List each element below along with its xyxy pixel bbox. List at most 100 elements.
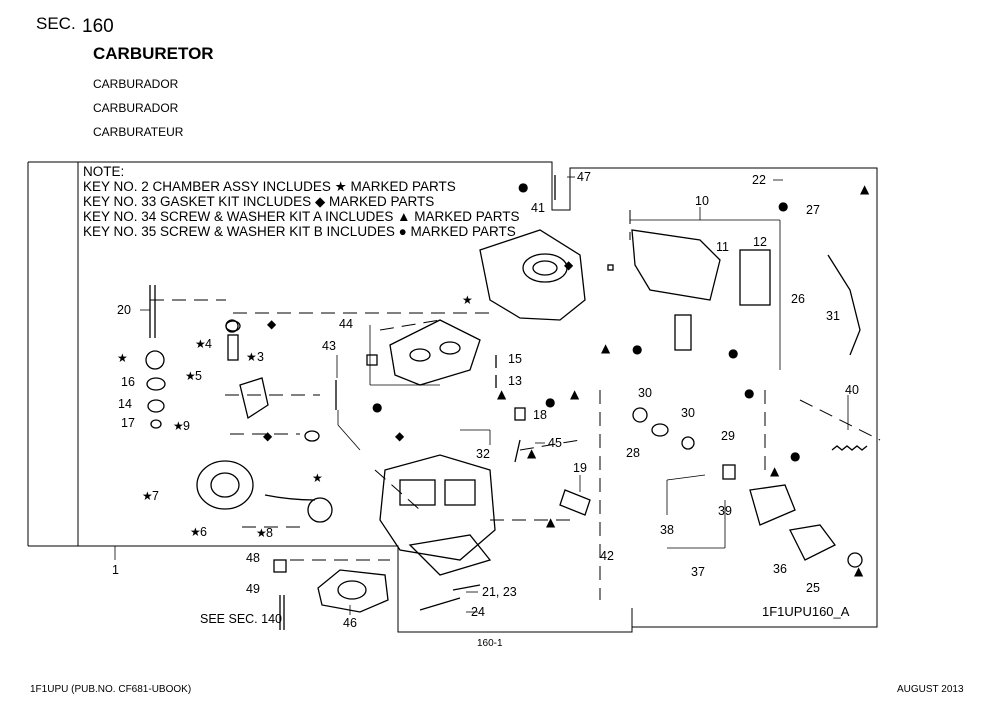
svg-text:★: ★: [142, 489, 153, 503]
note-line-3-suffix: MARKED PARTS: [410, 209, 520, 224]
reference-markers: ★ ★ ★ ★ ★ ★ ★ ★ ★ ★ ◆ ◆ ◆ ◆ ● ● ● ● ● ● …: [117, 180, 870, 578]
svg-text:●: ●: [744, 386, 754, 400]
note-line-3: KEY NO. 34 SCREW & WASHER KIT A INCLUDES…: [83, 209, 520, 224]
svg-text:▲: ▲: [570, 387, 580, 401]
callout-32: 32: [476, 447, 490, 461]
callout-19: 19: [573, 461, 587, 475]
callout-46: 46: [343, 616, 357, 630]
svg-text:●: ●: [545, 395, 555, 409]
callout-41: 41: [531, 201, 545, 215]
callout-17: 17: [121, 416, 135, 430]
svg-text:●: ●: [372, 400, 382, 414]
callout-39: 39: [718, 504, 732, 518]
note-line-2-suffix: MARKED PARTS: [325, 194, 435, 209]
svg-text:★: ★: [246, 350, 257, 364]
svg-text:★: ★: [173, 419, 184, 433]
dashed-leader-lines: [150, 210, 881, 600]
svg-text:★: ★: [117, 351, 128, 365]
callout-leaders: [114, 176, 849, 615]
callout-see-sec-140: SEE SEC. 140: [200, 612, 282, 626]
svg-text:★: ★: [256, 526, 267, 540]
callout-20: 20: [117, 303, 131, 317]
callout-37: 37: [691, 565, 705, 579]
svg-text:●: ●: [790, 449, 800, 463]
callout-38: 38: [660, 523, 674, 537]
svg-text:★: ★: [462, 293, 473, 307]
footer-publication: 1F1UPU (PUB.NO. CF681-UBOOK): [30, 684, 192, 695]
callout-3: 3: [257, 350, 264, 364]
svg-text:▲: ▲: [527, 446, 537, 460]
callout-13: 13: [508, 374, 522, 388]
callout-11: 11: [716, 240, 729, 254]
callout-10: 10: [695, 194, 709, 208]
svg-text:▲: ▲: [860, 182, 870, 196]
star-marker-icon: ★: [334, 179, 347, 194]
callout-7: 7: [152, 489, 159, 503]
subtitle-french: CARBURATEUR: [93, 125, 184, 139]
callout-25: 25: [806, 581, 820, 595]
callout-12: 12: [753, 235, 767, 249]
callout-49: 49: [246, 582, 260, 596]
svg-text:★: ★: [185, 369, 196, 383]
circle-marker-icon: ●: [398, 224, 407, 239]
section-number: 160: [82, 16, 114, 37]
callout-16: 16: [121, 375, 135, 389]
svg-text:★: ★: [190, 525, 201, 539]
subtitle-spanish: CARBURADOR: [93, 77, 179, 91]
note-line-3-text: KEY NO. 34 SCREW & WASHER KIT A INCLUDES: [83, 209, 398, 224]
note-line-4-text: KEY NO. 35 SCREW & WASHER KIT B INCLUDES: [83, 224, 399, 239]
callout-15: 15: [508, 352, 522, 366]
note-box: NOTE: KEY NO. 2 CHAMBER ASSY INCLUDES ★ …: [83, 164, 520, 239]
svg-text:●: ●: [518, 180, 528, 194]
page-number: 160-1: [477, 638, 503, 649]
diamond-marker-icon: ◆: [314, 194, 326, 209]
svg-text:▲: ▲: [497, 387, 507, 401]
callout-5: 5: [195, 369, 202, 383]
callout-14: 14: [118, 397, 132, 411]
callout-40: 40: [845, 383, 859, 397]
callout-42: 42: [600, 549, 614, 563]
svg-text:●: ●: [728, 346, 738, 360]
part-sketches: [145, 175, 868, 630]
callout-47: 47: [577, 170, 591, 184]
figure-id: 1F1UPU160_A: [762, 604, 850, 619]
callout-4: 4: [205, 337, 212, 351]
callout-36: 36: [773, 562, 787, 576]
note-line-2: KEY NO. 33 GASKET KIT INCLUDES ◆ MARKED …: [83, 194, 520, 209]
callout-8: 8: [266, 526, 273, 540]
callout-30a: 30: [638, 386, 652, 400]
note-line-1-text: KEY NO. 2 CHAMBER ASSY INCLUDES: [83, 179, 335, 194]
callout-9: 9: [183, 419, 190, 433]
callout-27: 27: [806, 203, 820, 217]
callout-28: 28: [626, 446, 640, 460]
callout-44: 44: [339, 317, 353, 331]
svg-text:▲: ▲: [854, 564, 864, 578]
svg-text:●: ●: [778, 199, 788, 213]
callout-45: 45: [548, 436, 562, 450]
svg-text:▲: ▲: [601, 341, 611, 355]
callout-24: 24: [471, 605, 485, 619]
callout-1: 1: [112, 563, 119, 577]
svg-text:●: ●: [632, 342, 642, 356]
triangle-marker-icon: ▲: [397, 209, 411, 224]
note-heading: NOTE:: [83, 164, 125, 179]
svg-text:▲: ▲: [770, 464, 780, 478]
diagram-frame: [27, 161, 878, 633]
callout-22: 22: [752, 173, 766, 187]
callout-43: 43: [322, 339, 336, 353]
svg-text:◆: ◆: [395, 429, 405, 443]
section-label: SEC.: [36, 14, 76, 33]
note-line-2-text: KEY NO. 33 GASKET KIT INCLUDES: [83, 194, 315, 209]
svg-text:▲: ▲: [546, 515, 556, 529]
svg-text:◆: ◆: [267, 317, 277, 331]
page-title: CARBURETOR: [93, 44, 214, 63]
note-line-4-suffix: MARKED PARTS: [406, 224, 516, 239]
callout-6: 6: [200, 525, 207, 539]
footer-date: AUGUST 2013: [897, 684, 964, 695]
callout-29: 29: [721, 429, 735, 443]
note-line-4: KEY NO. 35 SCREW & WASHER KIT B INCLUDES…: [83, 224, 520, 239]
callout-21-23: 21, 23: [482, 585, 517, 599]
note-line-1: KEY NO. 2 CHAMBER ASSY INCLUDES ★ MARKED…: [83, 179, 520, 194]
callout-18: 18: [533, 408, 547, 422]
